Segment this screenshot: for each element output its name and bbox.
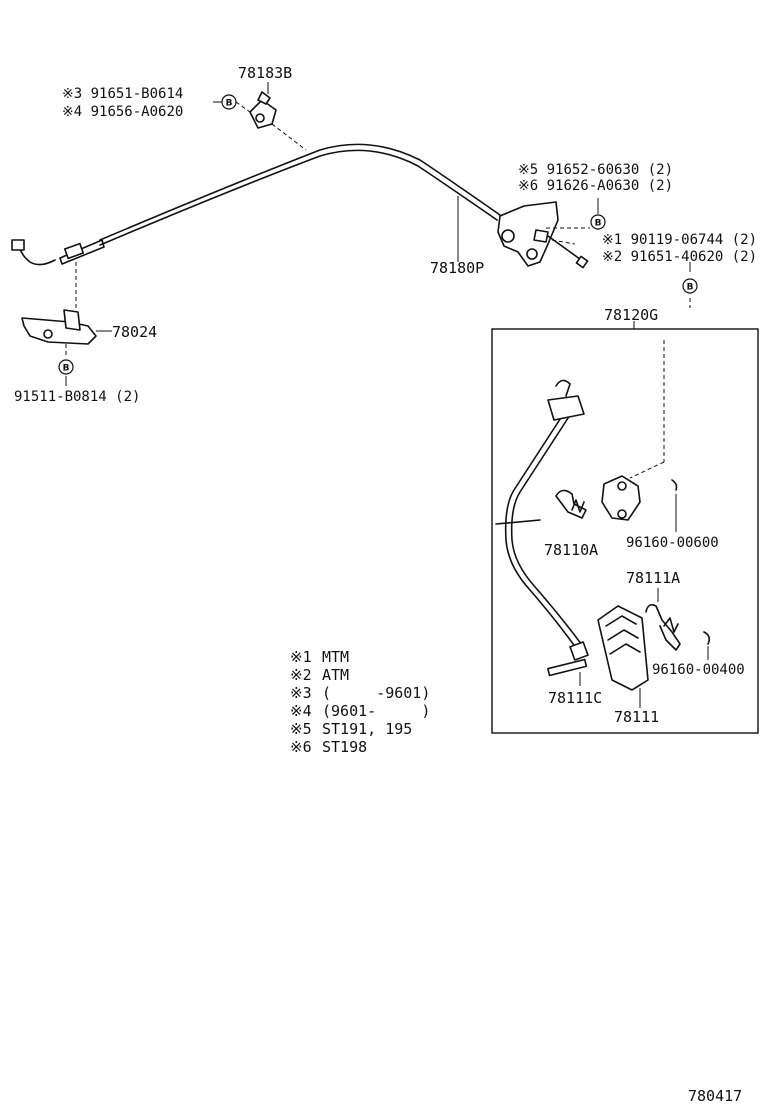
bolt-marker-b5: B	[590, 214, 606, 230]
bolt-marker-b3: B	[221, 94, 237, 110]
label-bolt-4: ※4 91656-A0620	[62, 104, 183, 120]
notes-legend: ※1 MTM ※2 ATM ※3 ( -9601) ※4 (9601- ) ※5…	[290, 648, 430, 756]
cable-end-bracket	[497, 201, 559, 267]
label-bolt-6: ※6 91626-A0630 (2)	[518, 178, 673, 194]
svg-text:B: B	[595, 219, 602, 229]
note-text: MTM	[322, 648, 349, 666]
spring-78111A	[645, 604, 681, 651]
bolt-marker-91511: B	[58, 359, 74, 375]
pedal-lever	[495, 379, 589, 661]
label-91511: 91511-B0814 (2)	[14, 389, 140, 405]
label-78120G: 78120G	[604, 306, 658, 324]
clip-96160-00400	[703, 631, 711, 645]
clip-96160-00600	[671, 479, 678, 491]
label-78183B: 78183B	[238, 64, 292, 82]
bolt-head	[575, 255, 589, 269]
dash-b1	[551, 239, 576, 245]
label-96160-00400: 96160-00400	[652, 662, 745, 678]
diagram-code: 780417	[688, 1087, 742, 1105]
label-96160-00600: 96160-00600	[626, 535, 719, 551]
svg-text:B: B	[63, 364, 70, 374]
label-78111A: 78111A	[626, 569, 680, 587]
note-key: ※5	[290, 720, 312, 738]
note-text: ST191, 195	[322, 720, 412, 738]
clamp-78183B	[249, 91, 277, 129]
label-bolt-1: ※1 90119-06744 (2)	[602, 232, 757, 248]
note-key: ※1	[290, 648, 312, 666]
throttle-cable	[11, 143, 501, 266]
note-text: ATM	[322, 666, 349, 684]
dash-78183B	[271, 123, 307, 151]
svg-text:B: B	[226, 99, 233, 109]
bracket-78024	[21, 309, 97, 345]
note-key: ※4	[290, 702, 312, 720]
svg-text:B: B	[687, 283, 694, 293]
pedal-bracket	[601, 475, 641, 521]
bolt-marker-b2: B	[682, 278, 698, 294]
pedal-pad-78111	[597, 605, 649, 691]
label-78111C: 78111C	[548, 689, 602, 707]
spring-78110A	[555, 489, 587, 519]
label-bolt-5: ※5 91652-60630 (2)	[518, 162, 673, 178]
note-text: ST198	[322, 738, 367, 756]
note-text: (9601- )	[322, 702, 430, 720]
note-key: ※3	[290, 684, 312, 702]
pin-78111C	[547, 658, 588, 677]
label-78111: 78111	[614, 708, 659, 726]
note-text: ( -9601)	[322, 684, 430, 702]
note-key: ※6	[290, 738, 312, 756]
label-78110A: 78110A	[544, 541, 598, 559]
label-bolt-2: ※2 91651-40620 (2)	[602, 249, 757, 265]
label-78180P: 78180P	[430, 259, 484, 277]
dash-b2-link	[629, 461, 665, 479]
label-bolt-3: ※3 91651-B0614	[62, 86, 183, 102]
note-key: ※2	[290, 666, 312, 684]
assembly-box-78120G	[491, 328, 759, 734]
label-78024: 78024	[112, 323, 157, 341]
dash-b3	[235, 101, 251, 113]
